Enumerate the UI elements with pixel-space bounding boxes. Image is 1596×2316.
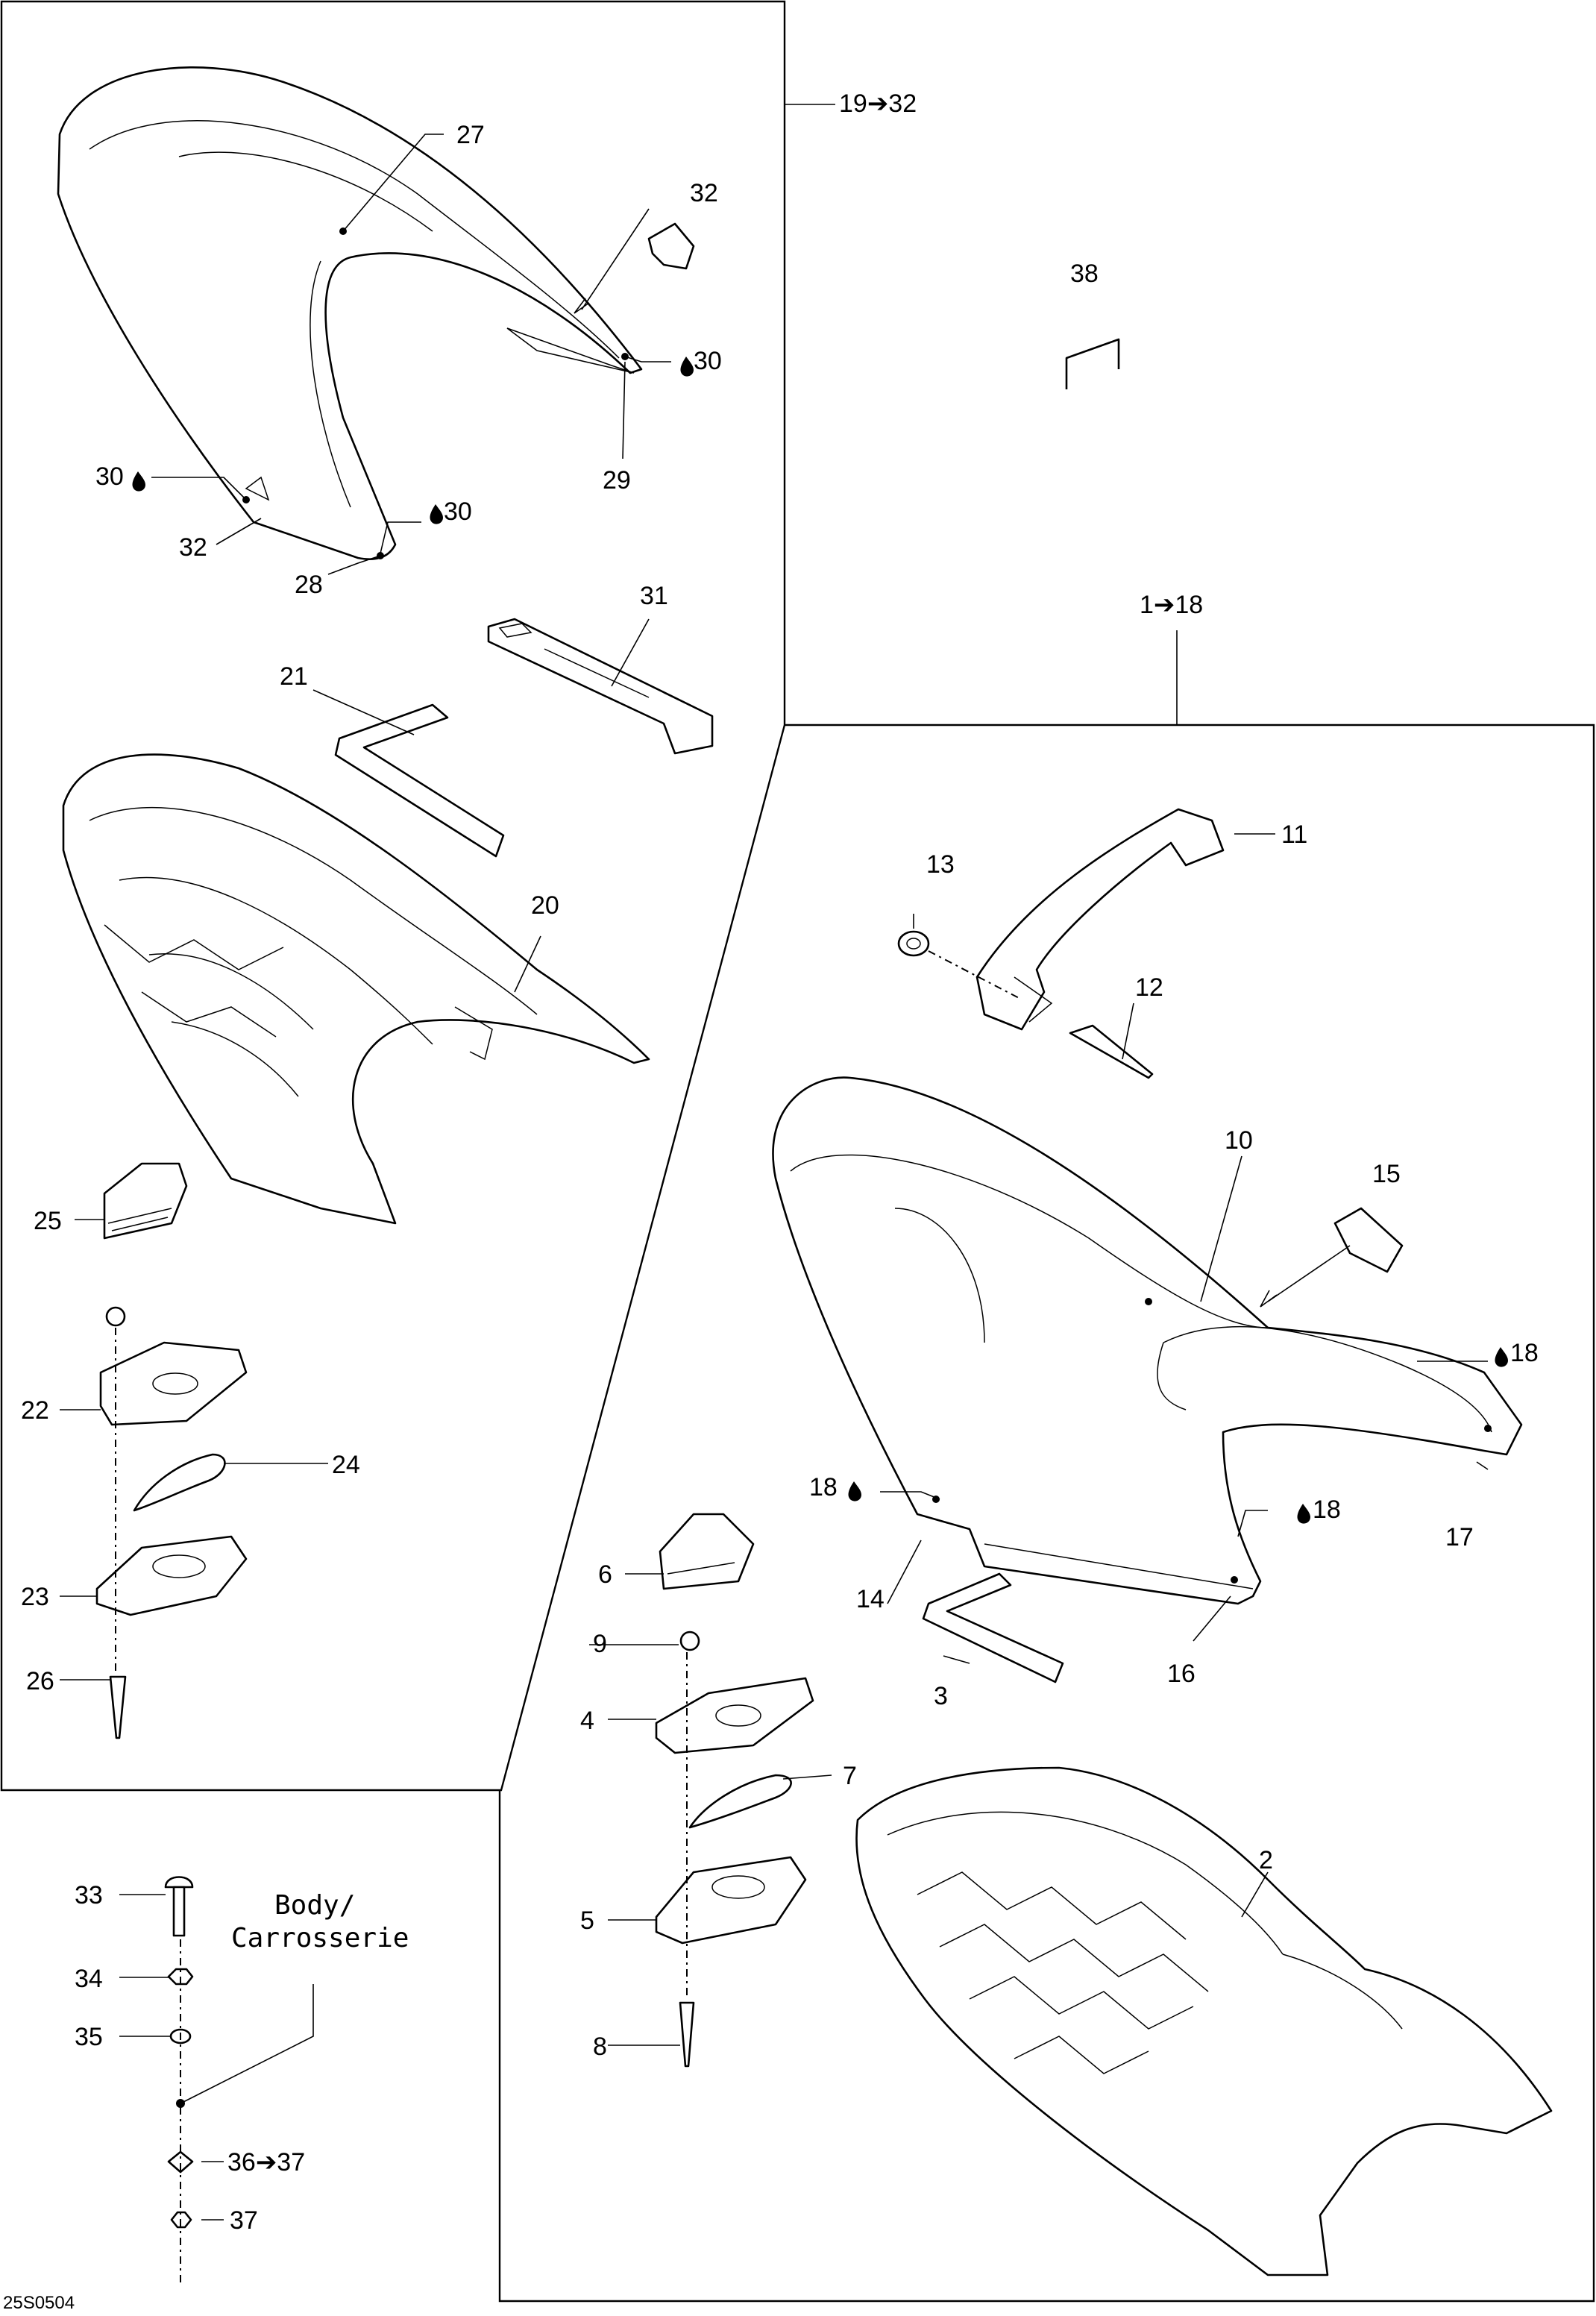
part-21-rod	[334, 703, 505, 858]
callout-18-left: 18	[809, 1473, 838, 1501]
callout-25: 25	[34, 1207, 62, 1235]
part-23-housing	[95, 1535, 248, 1616]
callout-31: 31	[640, 582, 668, 610]
part-11-handle	[975, 808, 1225, 1031]
part-4-plate	[655, 1677, 814, 1754]
part-2-seat-base	[855, 1766, 1553, 2276]
body-label-line2: Carrosserie	[231, 1923, 409, 1953]
group-label-1-18: 1➔18	[1140, 591, 1203, 619]
part-36-square-nut	[167, 2150, 194, 2174]
callout-7: 7	[843, 1762, 857, 1790]
part-32-clip-upper	[647, 222, 695, 270]
part-washer-22-top	[105, 1306, 126, 1327]
callout-2: 2	[1259, 1846, 1273, 1874]
callout-32-lower: 32	[179, 533, 207, 562]
part-15-clip	[1333, 1207, 1404, 1273]
body-leader	[180, 1984, 314, 2104]
body-label-line1: Body/	[274, 1890, 355, 1921]
part-20-seat-base	[62, 753, 650, 1225]
callout-28: 28	[295, 571, 323, 599]
callout-9: 9	[593, 1630, 607, 1658]
callout-18-mid: 18	[1313, 1496, 1341, 1524]
part-6-latch	[659, 1513, 755, 1590]
axis-grommet	[928, 950, 1022, 1000]
callout-29: 29	[603, 466, 631, 495]
callout-10: 10	[1225, 1126, 1253, 1155]
sealant-drop-icon	[1297, 1504, 1310, 1524]
callout-30-mid: 30	[444, 498, 472, 526]
callout-dots	[242, 227, 1492, 1584]
callout-26: 26	[26, 1667, 54, 1695]
panel-left-frame	[0, 0, 786, 1792]
callout-3: 3	[934, 1682, 948, 1710]
callout-24: 24	[332, 1451, 360, 1479]
part-24-spring	[133, 1453, 226, 1512]
callout-37: 37	[230, 2206, 258, 2235]
callout-18-right: 18	[1510, 1339, 1539, 1367]
callout-34: 34	[75, 1965, 103, 1993]
part-33-bolt	[164, 1876, 194, 1937]
part-5-housing	[655, 1856, 807, 1945]
callout-22: 22	[21, 1396, 49, 1425]
callout-13: 13	[926, 850, 955, 879]
part-27-rear-seat-cover	[57, 66, 643, 560]
part-25-latch	[103, 1162, 188, 1240]
callout-30-right: 30	[694, 347, 722, 375]
leader-lines	[60, 134, 1489, 2221]
callout-15: 15	[1372, 1160, 1401, 1188]
callout-6: 6	[598, 1560, 612, 1589]
part-13-grommet	[897, 930, 930, 957]
part-9-washer	[679, 1631, 700, 1651]
part-8-rivet	[679, 2001, 695, 2068]
part-22-plate	[99, 1341, 248, 1426]
callout-32-upper: 32	[690, 179, 718, 207]
callout-33: 33	[75, 1881, 103, 1909]
part-26-rivet	[109, 1675, 127, 1739]
panel-right-frame	[498, 724, 1595, 2303]
callout-27: 27	[456, 121, 485, 149]
callout-36-37: 36➔37	[227, 2148, 305, 2177]
part-38-staple	[1065, 338, 1120, 389]
part-31-strap	[487, 618, 714, 755]
sealant-drop-icon	[680, 357, 694, 377]
callout-8: 8	[593, 2033, 607, 2061]
sealant-drop-icon	[848, 1481, 861, 1501]
part-7-spring	[688, 1774, 792, 1829]
callout-11: 11	[1281, 820, 1307, 849]
diagram-code: 25S0504	[3, 2293, 75, 2313]
callout-38: 38	[1070, 260, 1099, 288]
callout-35: 35	[75, 2023, 103, 2051]
part-12-screw	[1069, 1024, 1154, 1079]
callout-4: 4	[580, 1707, 594, 1735]
part-3-rod	[922, 1572, 1064, 1683]
sealant-drop-icon	[132, 471, 145, 492]
group-label-19-32: 19➔32	[839, 90, 917, 118]
callout-21: 21	[280, 662, 308, 691]
part-10-seat-cover	[772, 1076, 1523, 1605]
callout-17: 17	[1445, 1523, 1474, 1551]
sealant-drop-icon	[430, 504, 443, 524]
sealant-drop-icon	[1495, 1347, 1508, 1367]
callout-12: 12	[1135, 973, 1163, 1002]
callout-30-left: 30	[95, 462, 124, 491]
callout-5: 5	[580, 1907, 594, 1935]
callout-16: 16	[1167, 1660, 1196, 1688]
callout-23: 23	[21, 1583, 49, 1611]
callout-14: 14	[856, 1585, 885, 1613]
callout-20: 20	[531, 891, 559, 920]
